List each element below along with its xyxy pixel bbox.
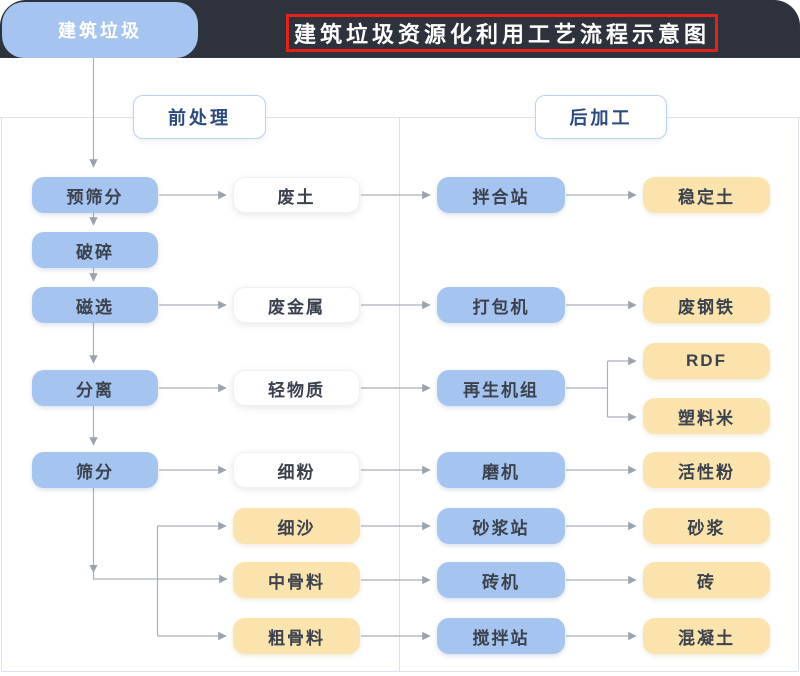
node-mixing-plant: 拌合站 bbox=[437, 177, 565, 213]
panel-border-top bbox=[0, 117, 800, 118]
node-screening: 筛分 bbox=[32, 452, 158, 488]
node-separation: 分离 bbox=[32, 370, 158, 406]
node-grinding-mill: 磨机 bbox=[437, 452, 565, 488]
down-arrowhead bbox=[89, 565, 98, 573]
node-waste-soil: 废土 bbox=[233, 177, 360, 213]
node-agitating-plant: 搅拌站 bbox=[437, 618, 565, 654]
node-plastic-pellets: 塑料米 bbox=[643, 398, 770, 434]
node-fine-powder: 细粉 bbox=[233, 452, 360, 488]
node-rdf: RDF bbox=[643, 343, 770, 379]
node-magnetic-separation: 磁选 bbox=[32, 287, 158, 323]
node-brick: 砖 bbox=[643, 562, 770, 598]
panel-divider bbox=[399, 117, 400, 671]
node-pre-screening: 预筛分 bbox=[32, 177, 158, 213]
node-fine-sand: 细沙 bbox=[233, 508, 360, 544]
diagram-title: 建筑垃圾资源化利用工艺流程示意图 bbox=[286, 14, 718, 52]
node-medium-aggregate: 中骨料 bbox=[233, 562, 360, 598]
node-mortar-plant: 砂浆站 bbox=[437, 508, 565, 544]
panel-border-left bbox=[1, 117, 2, 672]
node-stabilized-soil: 稳定土 bbox=[643, 177, 770, 213]
node-coarse-aggregate: 粗骨料 bbox=[233, 618, 360, 654]
node-crushing: 破碎 bbox=[32, 232, 158, 268]
node-brick-machine: 砖机 bbox=[437, 562, 565, 598]
node-active-powder: 活性粉 bbox=[643, 452, 770, 488]
panel-border-right bbox=[798, 117, 799, 672]
source-tab: 建筑垃圾 bbox=[2, 2, 198, 58]
node-baling-machine: 打包机 bbox=[437, 287, 565, 323]
node-regeneration-unit: 再生机组 bbox=[437, 370, 565, 406]
section-post-processing: 后加工 bbox=[535, 95, 667, 139]
node-light-material: 轻物质 bbox=[233, 370, 360, 406]
section-pre-processing: 前处理 bbox=[133, 95, 266, 139]
panel-border-bottom bbox=[1, 671, 798, 672]
node-mortar: 砂浆 bbox=[643, 508, 770, 544]
node-waste-metal: 废金属 bbox=[233, 287, 360, 323]
node-concrete: 混凝土 bbox=[643, 618, 770, 654]
node-scrap-steel: 废钢铁 bbox=[643, 287, 770, 323]
